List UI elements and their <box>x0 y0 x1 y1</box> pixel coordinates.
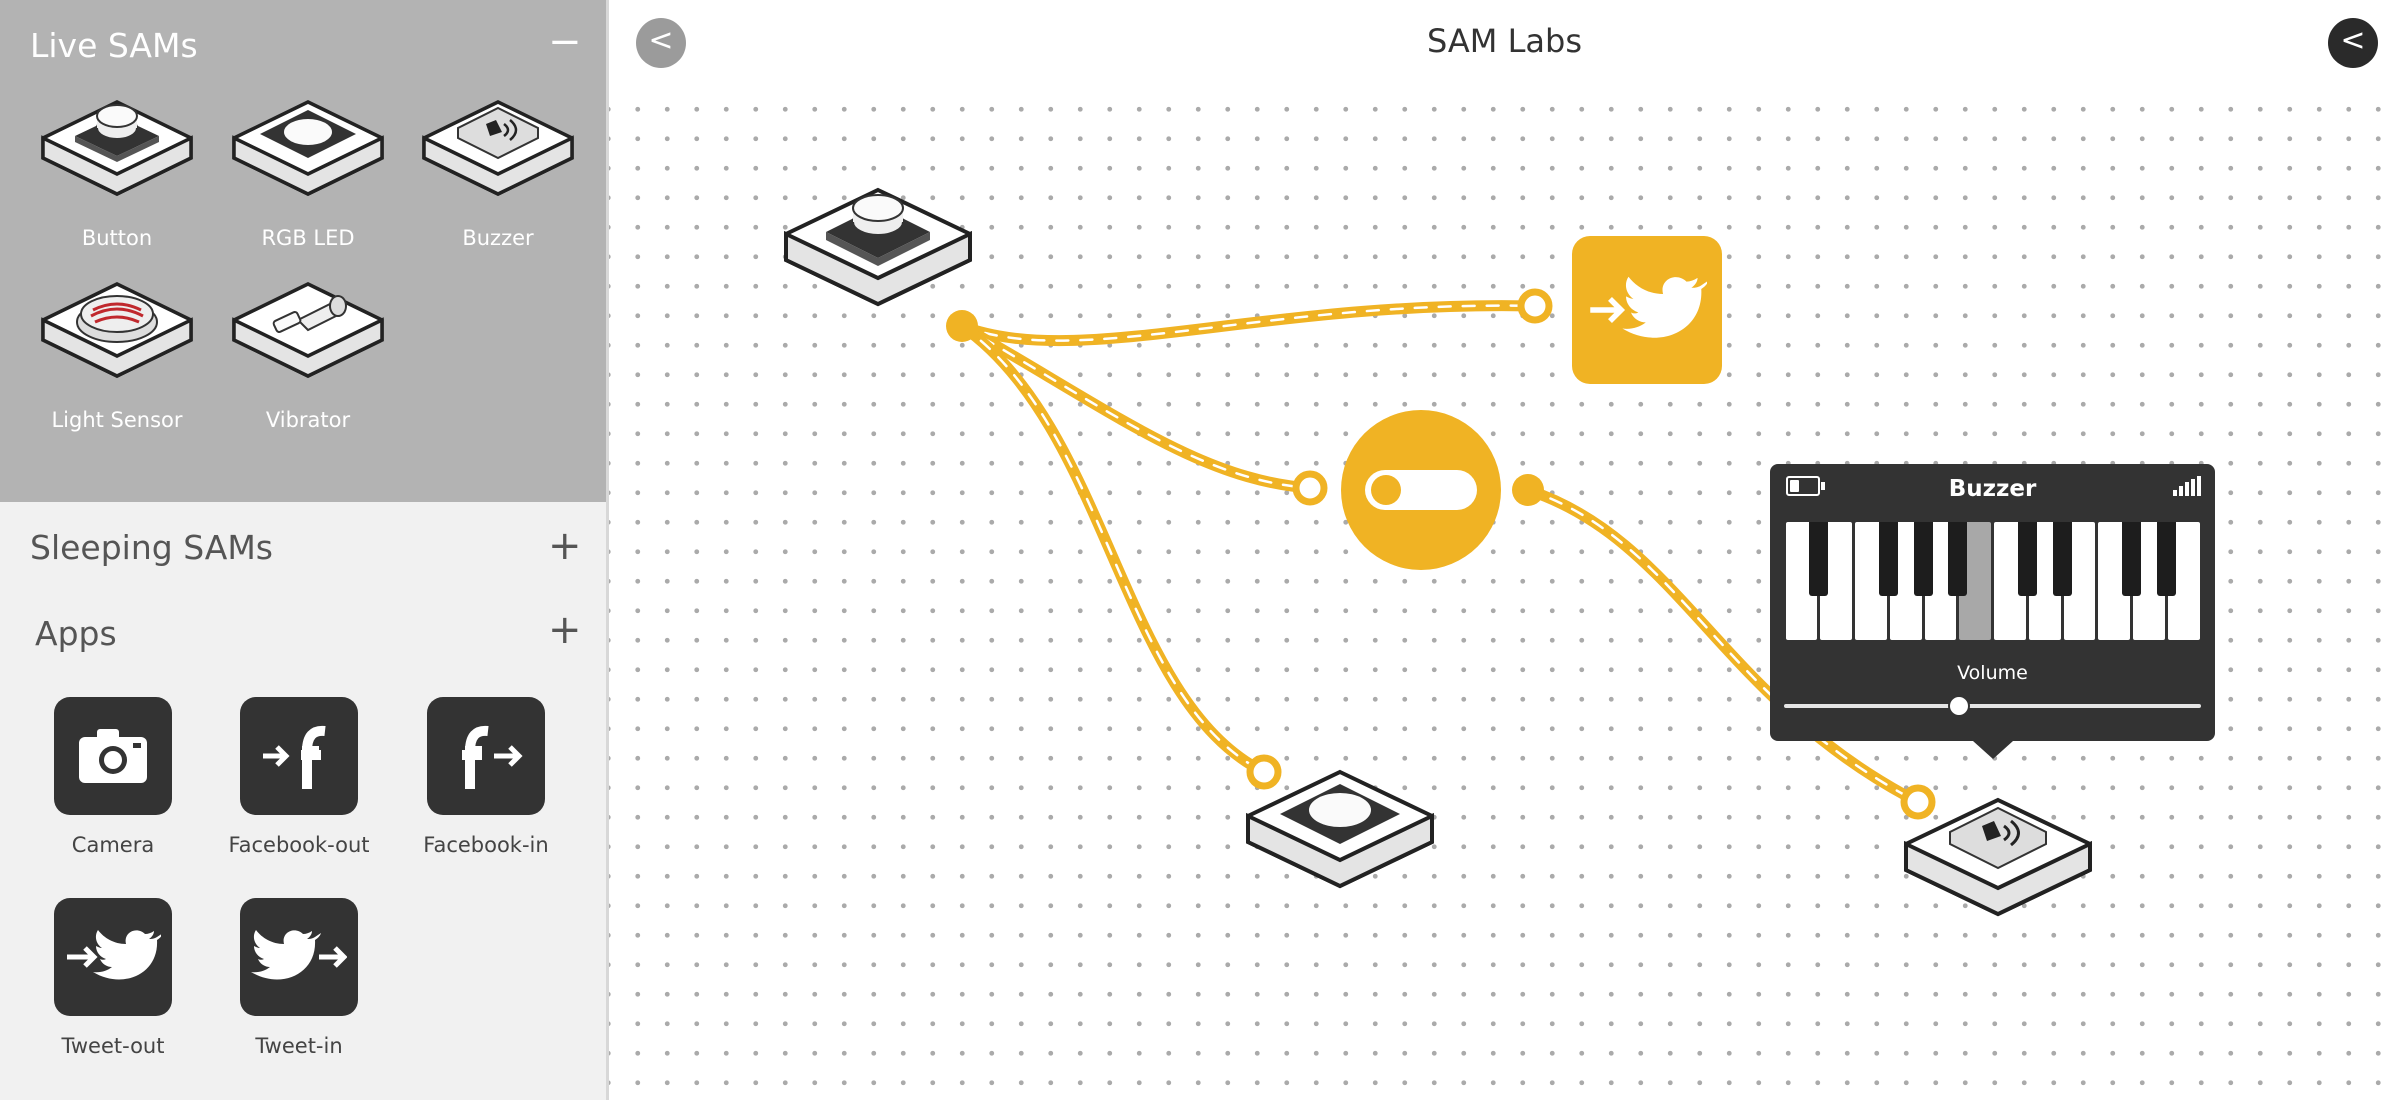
vibrator-block-icon <box>232 282 384 378</box>
sidebar: Live SAMs − Button RGB LED <box>0 0 609 1100</box>
piano-black-key[interactable] <box>1948 522 1968 596</box>
signal-icon <box>2173 476 2201 496</box>
live-sams-title: Live SAMs <box>30 26 198 65</box>
buzzer-popup: Buzzer Volume <box>1770 464 2215 759</box>
app-tweet-out[interactable]: Tweet-out <box>23 898 203 1078</box>
tweet-out-icon <box>54 898 172 1016</box>
piano-keyboard[interactable] <box>1784 522 2201 640</box>
battery-icon <box>1786 476 1825 496</box>
button-block-icon <box>41 100 193 196</box>
piano-black-key[interactable] <box>1809 522 1829 596</box>
canvas-rgb-led-block[interactable] <box>1242 766 1438 926</box>
canvas-toggle-node[interactable] <box>1339 408 1503 576</box>
facebook-in-icon <box>427 697 545 815</box>
app-facebook-in[interactable]: Facebook-in <box>396 697 576 877</box>
camera-icon <box>54 697 172 815</box>
sleeping-sams-title: Sleeping SAMs <box>30 528 273 567</box>
piano-black-key[interactable] <box>2052 522 2072 596</box>
battery-level <box>1790 480 1800 492</box>
piano-black-key[interactable] <box>1878 522 1898 596</box>
app-label: Facebook-out <box>228 833 370 857</box>
rgb-led-block-icon <box>1246 769 1434 889</box>
live-sam-light-sensor[interactable]: Light Sensor <box>27 280 207 450</box>
piano-black-key[interactable] <box>1913 522 1933 596</box>
volume-slider-track[interactable] <box>1784 704 2201 708</box>
popup-title: Buzzer <box>1948 476 2037 502</box>
live-sam-vibrator[interactable]: Vibrator <box>218 280 398 450</box>
live-sams-collapse-button[interactable]: − <box>548 19 582 65</box>
live-sam-label: Buzzer <box>462 226 534 250</box>
app-label: Tweet-in <box>255 1034 343 1058</box>
canvas-buzzer-block[interactable] <box>1900 794 2096 954</box>
canvas-tweet-out-node[interactable] <box>1572 236 1722 384</box>
app-label: Tweet-out <box>61 1034 165 1058</box>
tweet-out-icon <box>1572 236 1722 384</box>
live-sam-label: Vibrator <box>265 408 351 432</box>
canvas-button-block[interactable] <box>780 184 976 344</box>
light-sensor-block-icon <box>41 282 193 378</box>
piano-black-key[interactable] <box>2017 522 2037 596</box>
buzzer-block-icon <box>1904 797 2092 917</box>
live-sam-label: Button <box>81 226 153 250</box>
piano-black-key[interactable] <box>2122 522 2141 596</box>
buzzer-block-icon <box>422 100 574 196</box>
app-label: Camera <box>71 833 155 857</box>
live-sam-button[interactable]: Button <box>27 98 207 268</box>
app-facebook-out[interactable]: Facebook-out <box>209 697 389 877</box>
live-sam-rgb-led[interactable]: RGB LED <box>218 98 398 268</box>
app-label: Facebook-in <box>423 833 549 857</box>
volume-slider-handle[interactable] <box>1948 695 1971 717</box>
page-title: SAM Labs <box>1427 22 1582 60</box>
live-sam-label: RGB LED <box>261 226 355 250</box>
live-sam-label: Light Sensor <box>51 408 183 432</box>
apps-expand-button[interactable]: + <box>548 607 582 653</box>
top-bar: SAM Labs <box>609 0 2400 84</box>
volume-label: Volume <box>1957 662 2028 684</box>
app-tweet-in[interactable]: Tweet-in <box>209 898 389 1078</box>
app-camera[interactable]: Camera <box>23 697 203 877</box>
facebook-out-icon <box>240 697 358 815</box>
back-right-button[interactable]: < <box>2328 18 2378 68</box>
live-sam-buzzer[interactable]: Buzzer <box>408 98 588 268</box>
back-left-button[interactable]: < <box>636 18 686 68</box>
button-block-icon <box>784 187 972 307</box>
apps-title: Apps <box>35 614 117 653</box>
toggle-icon <box>1341 410 1501 570</box>
piano-black-key[interactable] <box>2156 522 2176 596</box>
live-sams-panel: Live SAMs − Button RGB LED <box>0 0 606 502</box>
tweet-in-icon <box>240 898 358 1016</box>
rgb-led-block-icon <box>232 100 384 196</box>
sleeping-sams-expand-button[interactable]: + <box>548 523 582 569</box>
